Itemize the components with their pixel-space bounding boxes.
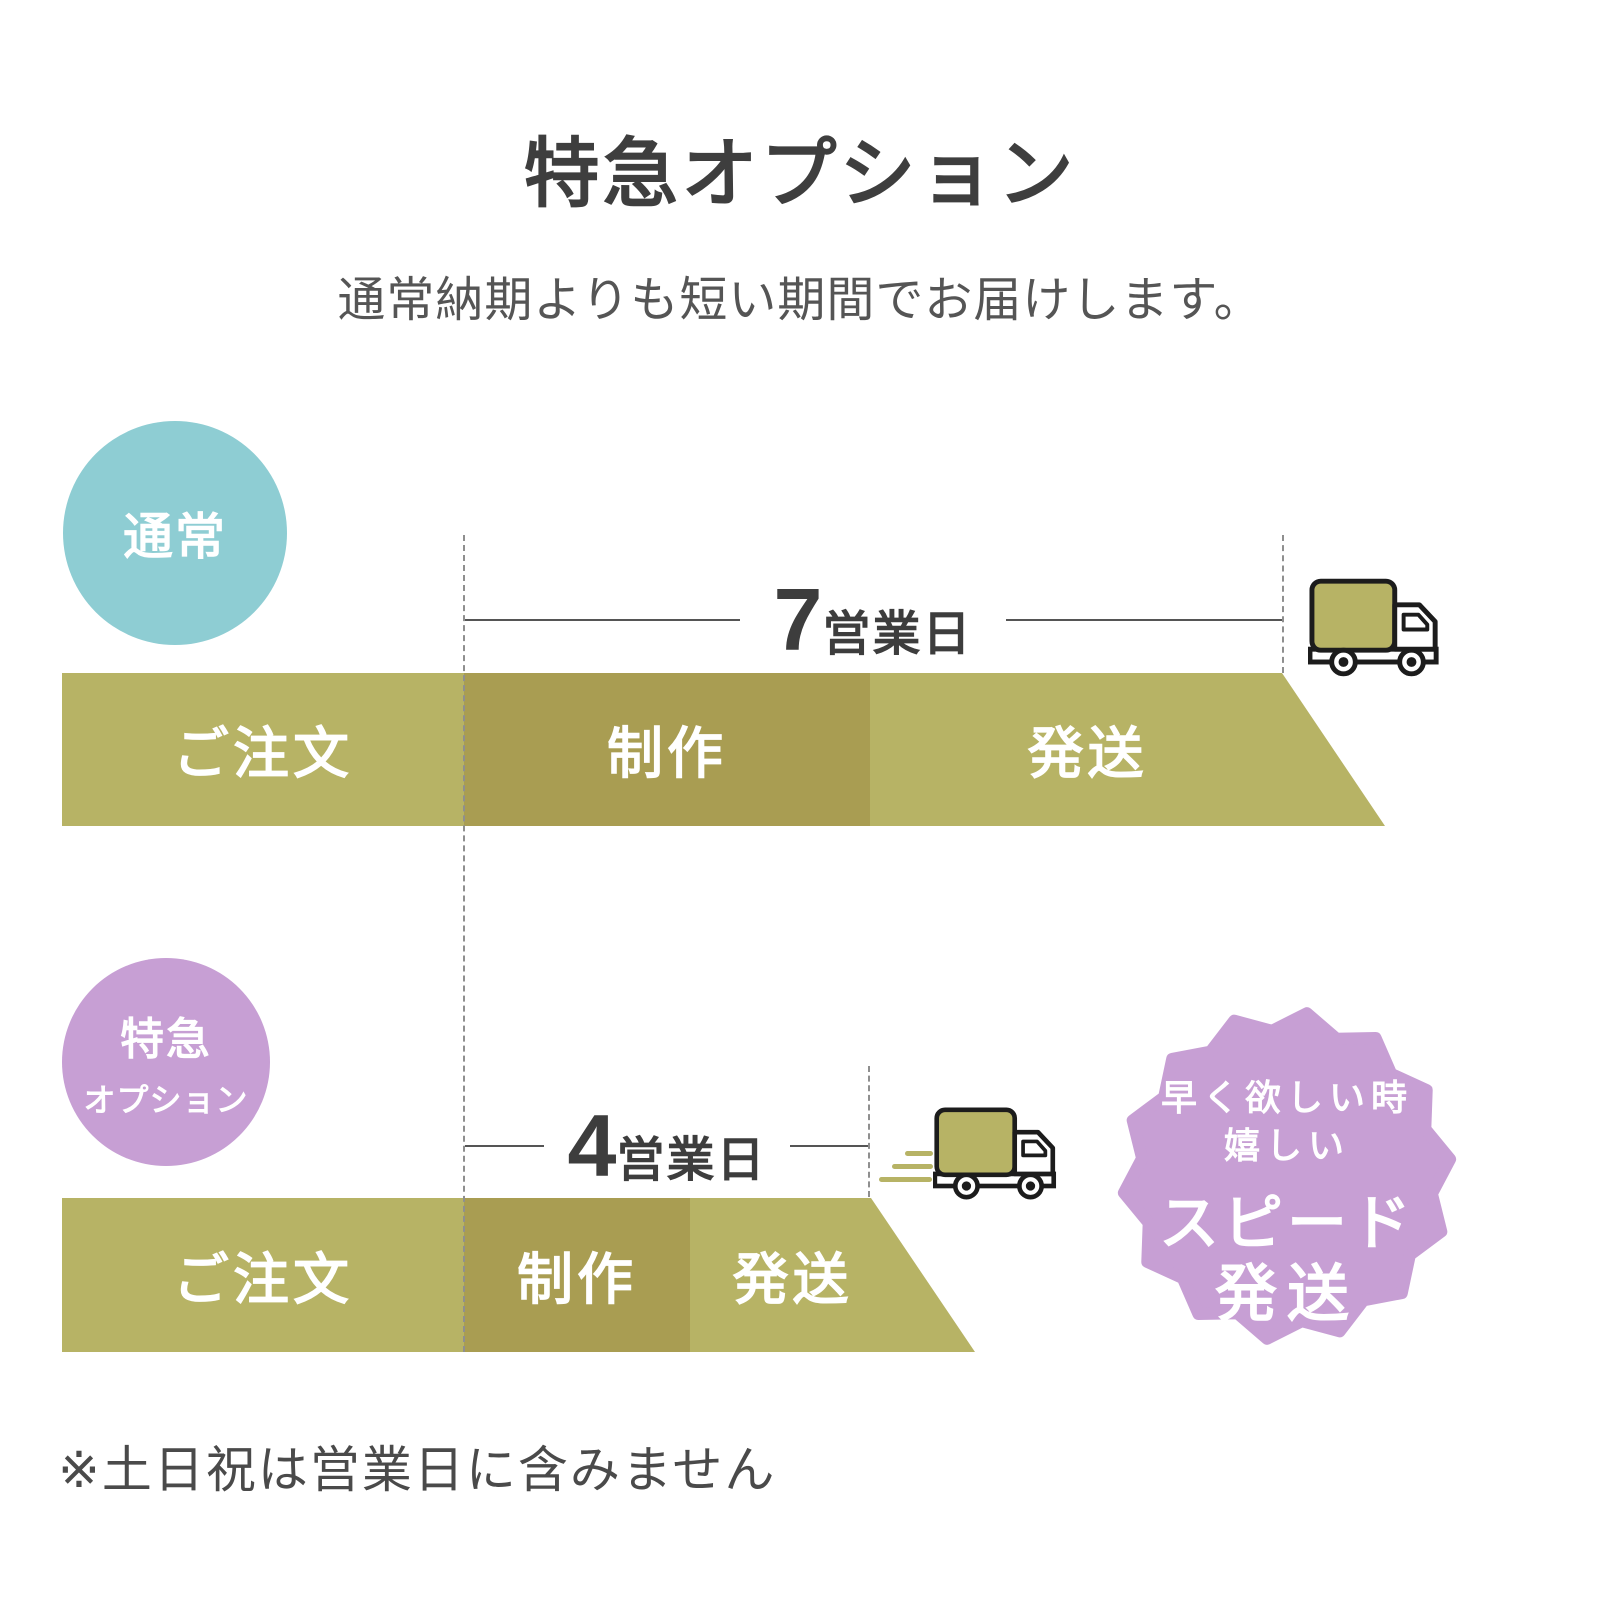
express-lane-label-line1: 特急: [120, 1015, 212, 1064]
express-end-dashed-line: [868, 1066, 870, 1197]
normal-lane-badge: 通常: [63, 421, 287, 645]
normal-process-bar: ご注文 制作 発送: [62, 673, 1385, 826]
express-lane-badge: 特急 オプション: [62, 958, 270, 1166]
timeline-start-dashed-line: [463, 535, 465, 1352]
seal-line3: スピード: [1159, 1190, 1415, 1257]
express-step-order: ご注文: [62, 1198, 464, 1352]
normal-duration-label: 7 営業日: [463, 564, 1283, 676]
normal-step-order: ご注文: [62, 673, 464, 826]
step-label: ご注文: [173, 1247, 353, 1311]
delivery-truck-speed-icon: [933, 1107, 1057, 1200]
step-label: 発送: [732, 1247, 853, 1311]
express-duration-label: 4 営業日: [465, 1090, 869, 1202]
duration-rule-left: [463, 619, 740, 621]
speed-shipping-seal-text: 早く欲しい時 嬉しい スピード 発送: [1107, 1080, 1467, 1326]
speed-line: [879, 1177, 932, 1182]
express-step-shipping: 発送: [690, 1198, 975, 1352]
duration-rule-right: [1006, 619, 1283, 621]
speed-line: [905, 1151, 933, 1156]
normal-step-production: 制作: [464, 673, 870, 826]
normal-step-shipping: 発送: [870, 673, 1385, 826]
seal-line4: 発送: [1214, 1260, 1359, 1329]
seal-line1: 早く欲しい時: [1160, 1077, 1413, 1118]
duration-rule-right: [790, 1145, 869, 1147]
delivery-truck-icon: [1308, 578, 1439, 677]
duration-rule-left: [465, 1145, 544, 1147]
speed-shipping-seal: [1117, 1007, 1457, 1345]
speed-line: [892, 1164, 933, 1169]
express-days-unit: 営業日: [616, 1134, 767, 1187]
page-title: 特急オプション: [523, 132, 1077, 217]
normal-days-unit: 営業日: [822, 608, 973, 661]
express-lane-label-line2: オプション: [83, 1082, 249, 1118]
seal-line2: 嬉しい: [1223, 1125, 1350, 1166]
normal-end-dashed-line: [1282, 535, 1284, 673]
normal-lane-label: 通常: [123, 509, 227, 565]
business-days-footnote: ※土日祝は営業日に含みません: [58, 1442, 777, 1498]
express-days-number: 4: [567, 1096, 617, 1195]
step-label: 制作: [517, 1247, 637, 1311]
step-label: ご注文: [173, 722, 353, 785]
normal-days-number: 7: [773, 570, 823, 669]
express-process-bar: ご注文 制作 発送: [62, 1198, 975, 1352]
page-subtitle: 通常納期よりも短い期間でお届けします。: [337, 274, 1263, 327]
express-step-production: 制作: [464, 1198, 690, 1352]
step-label: 制作: [607, 722, 727, 785]
step-label: 発送: [1027, 722, 1148, 785]
